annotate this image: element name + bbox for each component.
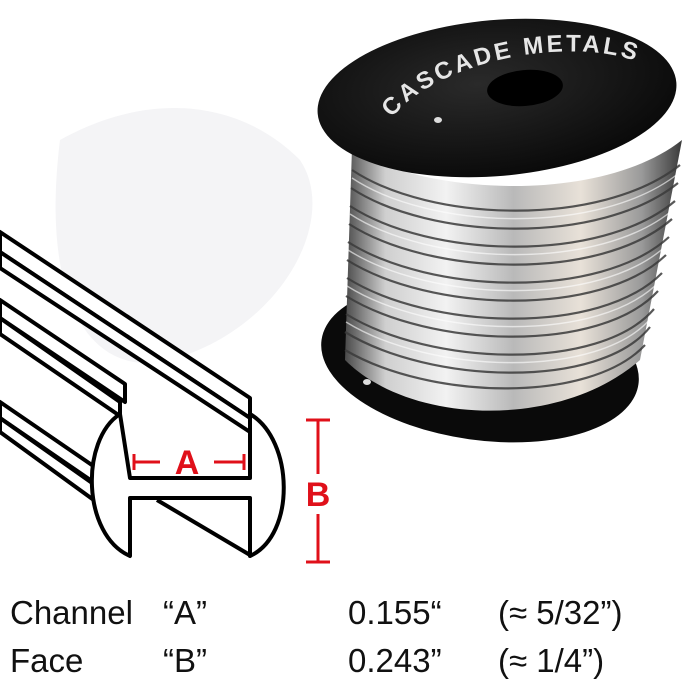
spool-bolt-hole xyxy=(434,117,442,123)
dimension-label-b: B xyxy=(306,476,331,514)
spec-row-face: Face “B” 0.243” (≈ 1/4”) xyxy=(10,642,698,690)
spec-value: 0.155“ xyxy=(348,594,442,631)
h-channel-profile xyxy=(0,230,286,558)
spec-name: Channel xyxy=(10,594,133,631)
spec-code: “A” xyxy=(163,594,207,631)
wire-coil-lines xyxy=(344,164,681,390)
spec-code: “B” xyxy=(163,642,207,679)
channel-wall xyxy=(0,298,127,404)
spool-bolt-hole xyxy=(363,379,371,385)
dimension-label-a: A xyxy=(175,444,200,482)
watermark-shape xyxy=(55,107,313,364)
spec-fraction: (≈ 5/32”) xyxy=(498,594,623,631)
spec-name: Face xyxy=(10,642,84,679)
wire-spool: CASCADE METALS xyxy=(317,18,682,443)
spec-row-channel: Channel “A” 0.155“ (≈ 5/32”) xyxy=(10,594,698,642)
spec-table: Channel “A” 0.155“ (≈ 5/32”) Face “B” 0.… xyxy=(10,594,698,690)
spec-value: 0.243” xyxy=(348,642,442,679)
dimension-markers xyxy=(132,418,330,564)
spec-fraction: (≈ 1/4”) xyxy=(498,642,605,679)
bottom-rail-face xyxy=(0,400,107,492)
spool-hub xyxy=(487,69,563,107)
h-cross-section xyxy=(90,412,286,558)
